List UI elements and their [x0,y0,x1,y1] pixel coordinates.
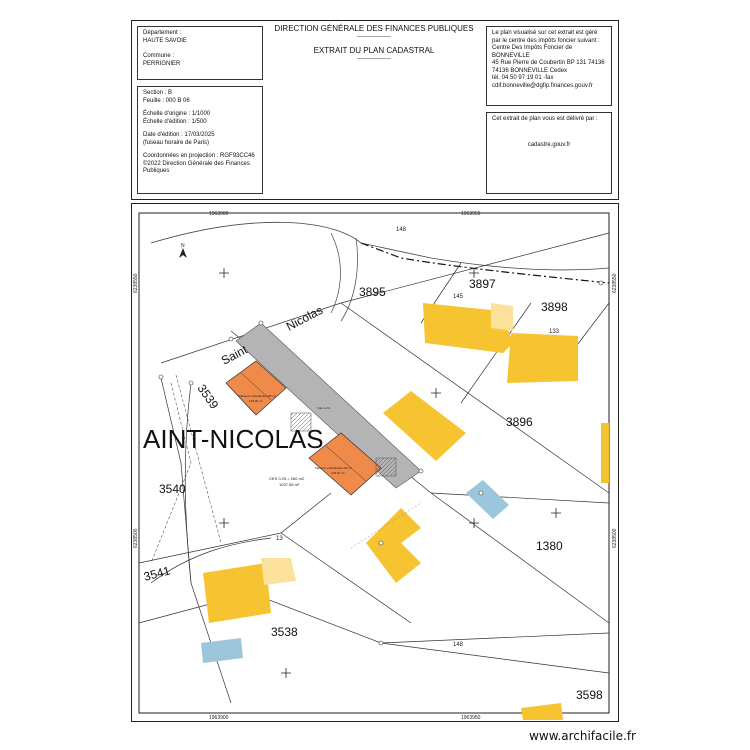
center-info-text: Le plan visualisé sur cet extrait est gé… [492,30,605,89]
building-3538-annex [261,558,296,585]
road-curve [330,232,341,314]
center-info-box: Le plan visualisé sur cet extrait est gé… [486,26,612,106]
road-curve-2 [340,237,358,322]
house-1-ridge [240,372,272,401]
coord-left-lower: 6238500 [133,528,139,548]
coord-top-left: 1963900 [209,211,229,217]
section-text: Section : B [143,90,173,96]
building-edge [601,423,609,483]
document-title: EXTRAIT DU PLAN CADASTRAL [313,46,435,55]
house-1-area: 128.00 m² [249,399,263,403]
house-2-label: Maisons individuelles 86 m² [315,466,352,470]
commune-boundary [360,242,610,284]
house-1-label: Maisons individuelles 85 m² [239,394,276,398]
buildings [203,303,609,720]
section-box: Section : B Feuille : 000 B 06 Échelle d… [137,86,263,194]
building-1380 [366,508,421,583]
number-148-bottom: 148 [453,642,464,648]
parking-2 [375,457,397,477]
coord-right-upper: 6238550 [612,273,618,293]
house-1 [225,360,287,416]
commune-value: PERRIGNIER [143,60,181,67]
department-label: Département : [143,30,182,36]
copyright-text: ©2022 Direction Générale des Finances Pu… [143,160,250,175]
parcel-3598: 3598 [576,688,603,702]
parking-1 [290,412,312,432]
ces-area: 1037.55 m² [279,482,300,487]
number-133: 133 [549,329,560,335]
cadastral-map: 1963900 1963950 1963900 1963950 6238550 … [131,203,618,720]
sheet-text: Feuille : 000 B 06 [143,97,190,104]
ces-label: CES 0.25 = 260 m2 [269,476,305,481]
pool-1 [466,480,509,519]
coord-top-right: 1963950 [461,211,481,217]
building-3598 [521,703,563,720]
parcel-3896: 3896 [506,415,533,429]
delivery-box: Cet extrait de plan vous est délivré par… [486,112,612,194]
parcel-3895: 3895 [359,285,386,299]
org-name: DIRECTION GÉNÉRALE DES FINANCES PUBLIQUE… [274,24,474,33]
parcel-3538: 3538 [271,625,298,639]
parcel-3541: 3541 [142,563,172,584]
coord-left-upper: 6238550 [133,273,139,293]
building-3895 [423,303,513,353]
grid-crosses [219,268,561,678]
coords-text: Coordonnées en projection : RGF93CC46 [143,153,255,159]
street-name-nicolas: Nicolas [284,303,325,334]
number-145: 145 [453,294,464,300]
delivery-text: Cet extrait de plan vous est délivré par… [492,116,598,122]
north-arrow-icon: N [179,243,187,258]
building-3538 [203,563,271,623]
building-3896 [383,391,466,461]
parcel-3897: 3897 [469,277,496,291]
footer-site[interactable]: www.archifacile.fr [529,729,636,743]
scale-edition-text: Échelle d'édition : 1/500 [143,118,207,125]
svg-text:N: N [181,243,185,249]
parcel-1380: 1380 [536,539,563,553]
scale-origin-text: Échelle d'origine : 1/1000 [143,111,211,117]
parcel-3898: 3898 [541,300,568,314]
coord-bottom-right: 1963950 [461,715,481,720]
parcel-3540: 3540 [159,482,186,496]
number-148-top: 148 [396,227,407,233]
commune-label: Commune : [143,53,175,59]
building-3898 [507,333,578,383]
department-value: HAUTE SAVOIE [143,37,187,44]
dashed-boundaries [150,374,222,564]
pool-2 [201,638,243,663]
lieu-dit-name: AINT-NICOLAS [143,424,324,454]
boundary-markers [158,280,604,646]
coord-right-lower: 6238500 [612,528,618,548]
voie-label: Voie LoTe [317,406,331,410]
road-edge-top [150,221,610,271]
coord-bottom-left: 1963900 [209,715,229,720]
number-13: 13 [276,536,283,542]
title-dashes-bottom: ----------------- [357,56,391,62]
parcel-3539: 3539 [195,382,222,412]
location-box: Département : HAUTE SAVOIE Commune : PER… [137,26,263,80]
title-block: DIRECTION GÉNÉRALE DES FINANCES PUBLIQUE… [265,24,483,62]
date-text: Date d'édition : 17/03/2025 [143,132,215,138]
timezone-text: (fuseau horaire de Paris) [143,139,210,146]
delivery-site: cadastre.gouv.fr [527,141,571,148]
lot-outline [350,502,422,549]
house-2-ridge [324,444,367,482]
house-2-area: 128.00 m² [331,471,345,475]
building-3895-annex [491,303,513,331]
title-dashes-top: ----------------- [357,34,391,40]
